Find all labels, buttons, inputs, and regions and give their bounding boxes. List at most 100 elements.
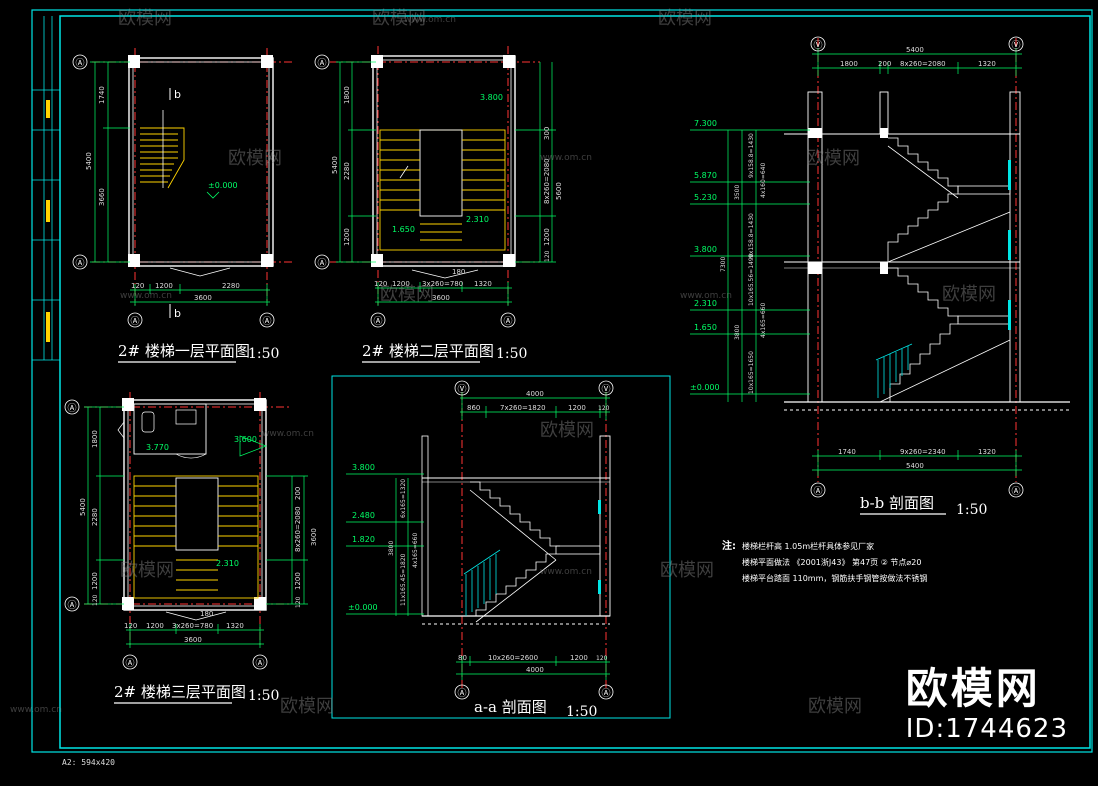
watermark-url-6: www.om.cn	[540, 567, 592, 577]
section-a-level-1: 3.800	[352, 463, 375, 472]
plan3-dim-vl-5: 120	[92, 594, 99, 606]
section-a-dim-b-1: 80	[458, 654, 467, 662]
watermark-text-3: 欧模网	[658, 8, 712, 29]
section-a-axis-v1: Ⓥ	[457, 384, 466, 395]
watermark-layer: 欧模网 欧模网 欧模网 欧模网 欧模网 欧模网 欧模网 欧模网 欧模网 欧模网 …	[118, 8, 996, 717]
watermark-text-5: 欧模网	[806, 148, 860, 169]
watermark-url-4: www.om.cn	[680, 291, 732, 301]
plan2-dim-vl-3: 2280	[343, 162, 351, 180]
section-b-b: 7.300 5.870 5.230 3.800 2.310 1.650 ±0.0…	[690, 36, 1070, 518]
plan1-axis-a1: Ⓐ	[75, 58, 84, 69]
plan1-section-mark-bottom: b	[174, 307, 181, 320]
plan1-dim-v-3: 3660	[98, 188, 106, 206]
section-b-level-4: 3.800	[694, 245, 717, 254]
section-a-level-2: 2.480	[352, 511, 375, 520]
plan1-level: ±0.000	[208, 181, 238, 190]
plan1-axis-a3: Ⓐ	[130, 316, 139, 327]
plan1-scale: 1:50	[248, 346, 279, 362]
section-b-dim-v-6: 9x158.8=1430	[748, 213, 755, 258]
section-a-dim-t-4: 1200	[568, 404, 586, 412]
section-b-axis-v1: Ⓥ	[813, 40, 822, 51]
section-b-dim-t-3: 200	[878, 60, 891, 68]
section-a-dim-v-1: 6x165=1320	[400, 479, 407, 518]
section-a-axis-a2: Ⓐ	[601, 688, 610, 699]
section-b-dim-t-4: 8x260=2080	[900, 60, 946, 68]
section-b-dim-v-1: 3500	[734, 185, 741, 200]
plan2-dim-vl-4: 1200	[343, 228, 351, 246]
plan-floor-1: b b ±0.000 1740 5400 3660 120 1200 2280 …	[72, 48, 292, 363]
plan3-axis-a1: Ⓐ	[67, 403, 76, 414]
section-b-axis-a2: Ⓐ	[1011, 486, 1020, 497]
plan1-title: 2# 楼梯一层平面图	[118, 342, 250, 360]
section-a-dim-v-3: 3800	[388, 541, 395, 556]
plan2-dim-vr-1: 300	[543, 127, 551, 140]
section-b-scale: 1:50	[956, 502, 987, 518]
section-b-dim-v-5: 4x160=640	[760, 163, 767, 198]
section-b-dim-b-2: 9x260=2340	[900, 448, 946, 456]
plan3-dim-b-4: 1320	[226, 622, 244, 630]
watermark-url-2: www.om.cn	[540, 153, 592, 163]
notes-label: 注:	[722, 539, 736, 552]
plan2-dim-b-2: 1200	[392, 280, 410, 288]
section-b-level-1: 7.300	[694, 119, 717, 128]
plan3-dim-vr-3: 3600	[310, 528, 318, 546]
plan3-dim-b-5: 180	[200, 610, 213, 618]
plan2-dim-b-1: 120	[374, 280, 387, 288]
plan1-axis-a4: Ⓐ	[262, 316, 271, 327]
section-a-scale: 1:50	[566, 704, 597, 720]
plan1-dim-v-1: 1740	[98, 86, 106, 104]
section-b-dim-v-3: 3800	[734, 325, 741, 340]
watermark-text-12: 欧模网	[808, 696, 862, 717]
plan2-level-3: 1.650	[392, 225, 415, 234]
section-a-dim-v-4: 11x165.45=1820	[400, 553, 407, 606]
watermark-text-4: 欧模网	[228, 148, 282, 169]
notes-line-2: 楼梯平面做法 《2001浙J43》 第47页 ② 节点⌀20	[742, 557, 921, 567]
watermark-text-10: 欧模网	[660, 560, 714, 581]
plan1-dim-b-1: 120	[131, 282, 144, 290]
plan2-dim-vl-1: 1800	[343, 86, 351, 104]
plan3-dim-vr-1: 200	[294, 487, 302, 500]
section-a-dim-t-2: 860	[467, 404, 480, 412]
sheet-size-label: A2: 594x420	[62, 758, 115, 767]
plan1-dim-b-4: 3600	[194, 294, 212, 302]
plan2-axis-a1: Ⓐ	[317, 58, 326, 69]
plan1-axis-a2: Ⓐ	[75, 258, 84, 269]
plan-floor-3: 3.770 3.600 2.310 1800 5400 2280 1200 12…	[64, 392, 318, 704]
section-a-a: 3.800 2.480 1.820 ±0.000 6x165=1320 4x16…	[331, 375, 671, 720]
plan2-axis-a2: Ⓐ	[317, 258, 326, 269]
watermark-brand: 欧模网	[905, 664, 1041, 713]
section-b-dim-b-4: 5400	[906, 462, 924, 470]
plan3-scale: 1:50	[248, 688, 279, 704]
section-b-level-3: 5.230	[694, 193, 717, 202]
plan3-dim-vr-4: 1200	[294, 572, 302, 590]
section-a-dim-t-5: 120	[598, 405, 610, 412]
watermark-text-2: 欧模网	[372, 8, 426, 29]
sheet-frame-inner	[59, 15, 1091, 749]
plan2-dim-b-4: 1320	[474, 280, 492, 288]
plan2-dim-b-6: 3600	[432, 294, 450, 302]
section-b-level-7: ±0.000	[690, 383, 720, 392]
section-b-dim-v-7: 10x165.56=1490	[748, 253, 755, 306]
plan-floor-2: 3.800 2.310 1.650 1800 5400 2280 1200 30…	[314, 46, 563, 363]
section-a-dim-b-2: 10x260=2600	[488, 654, 538, 662]
plan2-level-2: 2.310	[466, 215, 489, 224]
watermark-url-5: www.om.cn	[262, 429, 314, 439]
section-b-dim-t-5: 1320	[978, 60, 996, 68]
section-b-dim-t-2: 1800	[840, 60, 858, 68]
section-a-axis-v2: Ⓥ	[601, 384, 610, 395]
watermark-text-7: 欧模网	[942, 284, 996, 305]
section-b-dim-b-3: 1320	[978, 448, 996, 456]
drawing-notes: 注: 楼梯栏杆高 1.05m栏杆具体参见厂家 楼梯平面做法 《2001浙J43》…	[722, 539, 927, 583]
section-a-level-4: ±0.000	[348, 603, 378, 612]
plan3-dim-b-2: 1200	[146, 622, 164, 630]
watermark-url-7: www.om.cn	[10, 705, 62, 715]
section-a-dim-b-4: 120	[596, 655, 608, 662]
watermark-badge: 欧模网 ID:1744623	[905, 664, 1068, 743]
notes-line-3: 楼梯平台踏面 110mm，钢筋扶手钢管按做法不锈钢	[742, 573, 927, 583]
plan1-dim-b-3: 2280	[222, 282, 240, 290]
section-a-dim-t-3: 7x260=1820	[500, 404, 546, 412]
plan3-dim-vl-1: 1800	[91, 430, 99, 448]
plan2-title: 2# 楼梯二层平面图	[362, 342, 494, 360]
plan3-dim-b-6: 3600	[184, 636, 202, 644]
section-a-axis-a1: Ⓐ	[457, 688, 466, 699]
